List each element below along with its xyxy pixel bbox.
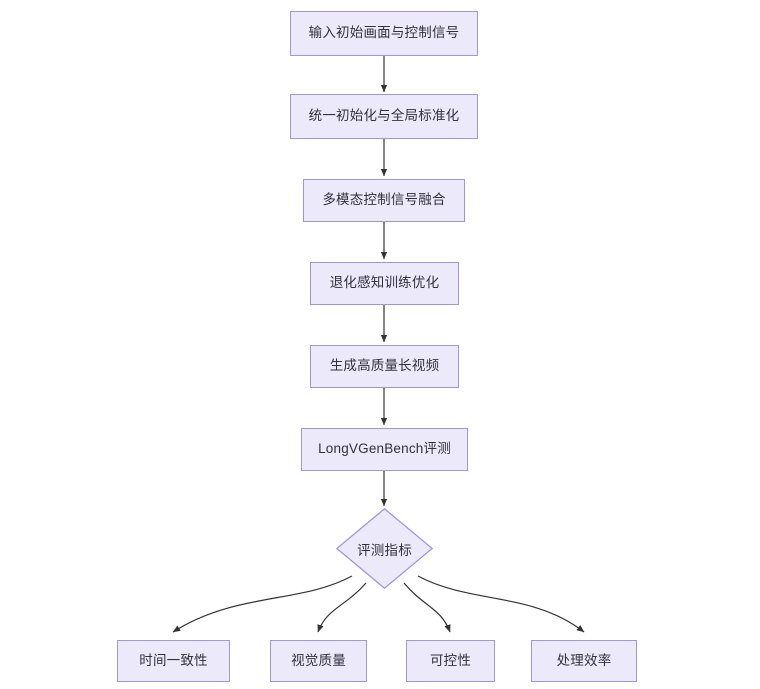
edge-d1-o2 xyxy=(317,582,367,633)
outcome-node-o4-label: 处理效率 xyxy=(556,652,612,668)
process-node-n5[interactable]: 生成高质量长视频 xyxy=(310,345,459,388)
process-node-n1[interactable]: 输入初始画面与控制信号 xyxy=(290,11,478,56)
process-node-n1-label: 输入初始画面与控制信号 xyxy=(308,25,460,41)
process-node-n3[interactable]: 多模态控制信号融合 xyxy=(303,179,465,222)
edge-d1-o4 xyxy=(417,575,585,633)
process-node-n5-label: 生成高质量长视频 xyxy=(329,358,440,374)
process-node-n3-label: 多模态控制信号融合 xyxy=(322,192,446,208)
outcome-node-o4[interactable]: 处理效率 xyxy=(531,640,637,682)
process-node-n4-label: 退化感知训练优化 xyxy=(329,275,440,291)
process-node-n6-label: LongVGenBench评测 xyxy=(318,441,451,457)
outcome-node-o1-label: 时间一致性 xyxy=(139,652,208,668)
outcome-node-o2[interactable]: 视觉质量 xyxy=(270,640,367,682)
outcome-node-o3[interactable]: 可控性 xyxy=(406,640,495,682)
outcome-node-o3-label: 可控性 xyxy=(429,652,472,668)
outcome-node-o1[interactable]: 时间一致性 xyxy=(117,640,230,682)
process-node-n2-label: 统一初始化与全局标准化 xyxy=(308,108,460,124)
decision-node-d1-label: 评测指标 xyxy=(357,542,412,558)
diamond-shape xyxy=(336,508,433,589)
process-node-n4[interactable]: 退化感知训练优化 xyxy=(310,262,459,305)
process-node-n6[interactable]: LongVGenBench评测 xyxy=(301,428,468,471)
decision-node-d1[interactable]: 评测指标 xyxy=(336,508,433,589)
edge-d1-o3 xyxy=(403,582,451,633)
process-node-n2[interactable]: 统一初始化与全局标准化 xyxy=(290,94,478,139)
edge-d1-o1 xyxy=(172,575,353,633)
outcome-node-o2-label: 视觉质量 xyxy=(291,652,346,668)
